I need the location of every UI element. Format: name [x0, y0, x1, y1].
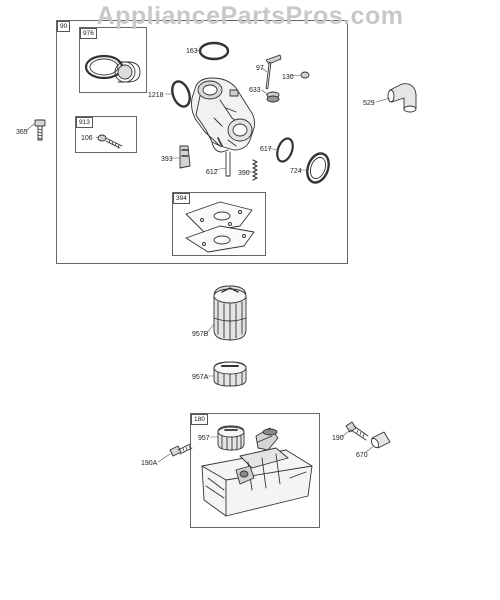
part-label-976: 976 — [80, 28, 97, 39]
part-label-394: 394 — [173, 193, 190, 204]
gasket-kit-394-illustration — [185, 201, 255, 253]
part-label-180: 180 — [191, 414, 208, 425]
screw-106-illustration — [97, 134, 123, 149]
part-label-670: 670 — [356, 452, 368, 459]
part-label-913: 913 — [76, 117, 93, 128]
seal-633-illustration — [266, 91, 280, 103]
fuel-cap-957A-illustration — [213, 361, 247, 387]
carburetor-group-frame — [56, 20, 348, 264]
watermark-text: AppliancePartsPros.com — [96, 2, 404, 30]
bowl-seal-976-illustration — [84, 54, 141, 83]
fuel-cap-957-illustration — [217, 425, 245, 451]
part-label-130: 130 — [282, 74, 294, 81]
part-label-633: 633 — [249, 87, 261, 94]
part-label-529: 529 — [363, 100, 375, 107]
gasket-163-illustration — [198, 41, 230, 61]
bolt-365-illustration — [34, 119, 46, 141]
bushing-670-illustration — [370, 431, 391, 449]
part-label-90: 90 — [57, 21, 71, 32]
filler-neck-illustration — [255, 427, 279, 451]
part-label-106: 106 — [81, 135, 93, 142]
elbow-529-illustration — [387, 83, 417, 113]
part-label-957: 957 — [198, 435, 210, 442]
part-label-612: 612 — [206, 169, 218, 176]
part-label-724: 724 — [290, 168, 302, 175]
washer-130-illustration — [300, 71, 310, 79]
kit-976-frame — [79, 27, 147, 93]
bolt-190A-illustration — [169, 443, 193, 457]
kit-913-frame — [75, 116, 137, 153]
gasket-kit-394-frame — [172, 192, 266, 256]
fuel-tank-group-frame — [190, 413, 320, 528]
fuel-tank-180-illustration — [201, 447, 313, 517]
o-ring-1218-illustration — [171, 80, 191, 108]
fuel-cap-957B-illustration — [213, 285, 247, 341]
carburetor-body-illustration — [191, 77, 255, 153]
screw-190-illustration — [345, 421, 369, 441]
part-label-1218: 1218 — [148, 92, 164, 99]
spring-390-illustration — [252, 159, 258, 181]
emulsion-tube-612-illustration — [225, 151, 231, 177]
part-label-163: 163 — [186, 48, 198, 55]
throttle-shaft-97-illustration — [265, 54, 282, 90]
float-393-illustration — [179, 145, 191, 169]
part-label-390: 390 — [238, 170, 250, 177]
part-label-957B: 957B — [192, 331, 209, 338]
o-ring-617-illustration — [276, 137, 294, 163]
part-label-97: 97 — [256, 65, 264, 72]
part-label-365: 365 — [16, 129, 28, 136]
gasket-724-illustration — [306, 152, 330, 184]
part-label-393: 393 — [161, 156, 173, 163]
part-label-190A: 190A — [141, 460, 158, 467]
part-label-957A: 957A — [192, 374, 209, 381]
part-label-190: 190 — [332, 435, 344, 442]
part-label-617: 617 — [260, 146, 272, 153]
